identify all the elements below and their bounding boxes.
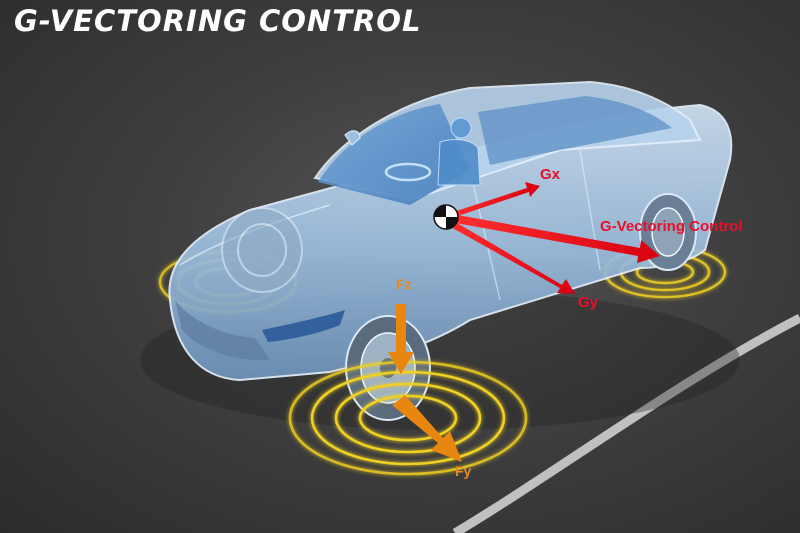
fz-label: Fz [396,276,412,292]
fz-arrow [388,304,414,374]
road-line [452,314,800,533]
force-vectors [388,304,462,462]
car-body [168,80,733,382]
gvc-label: G-Vectoring Control [600,218,743,235]
gx-arrow [447,182,540,219]
gvc-arrow [450,214,660,263]
wheel-rear-left [221,207,303,293]
page-title: G-VECTORING CONTROL [14,4,422,38]
center-of-gravity-marker [433,204,459,230]
gy-label: Gy [578,294,599,311]
gy-arrow [447,220,575,294]
ring-front [288,360,528,476]
gx-label: Gx [540,166,561,183]
driver-figure [384,117,481,186]
fy-arrow [392,395,462,462]
g-vectors [447,182,660,294]
fy-label: Fy [455,463,472,479]
